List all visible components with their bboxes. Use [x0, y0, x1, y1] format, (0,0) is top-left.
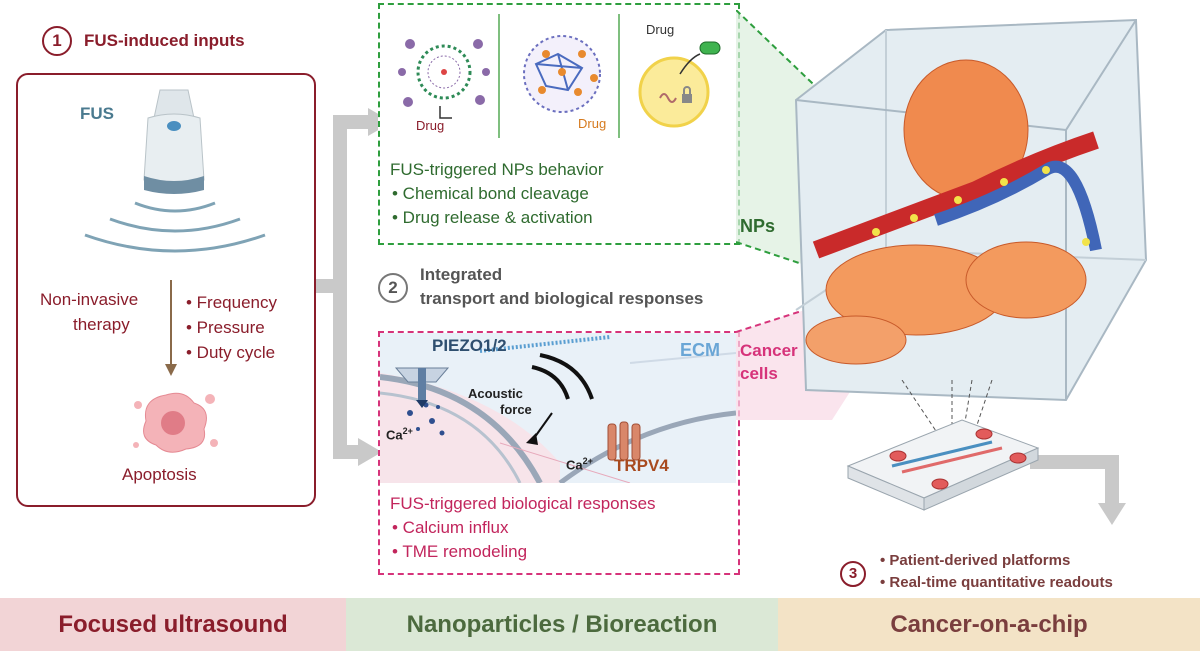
- divider-2: [618, 14, 620, 138]
- nanoparticle-icon-1: [398, 39, 490, 107]
- release-arrow-icon: [439, 106, 452, 119]
- microfluidic-chip-illustration: [846, 380, 1040, 511]
- trpv4-channel-icon: [607, 421, 641, 461]
- calcium-label-left: Ca2+: [386, 426, 413, 442]
- piezo-channel-icon: [394, 367, 450, 408]
- fus-label: FUS: [80, 104, 114, 123]
- noninvasive-line-2: therapy: [73, 315, 130, 334]
- apoptosis-label: Apoptosis: [122, 465, 197, 484]
- cell-membrane-illustration: [380, 333, 736, 483]
- acoustic-force-line-1: Acoustic: [468, 386, 523, 401]
- calcium-label-right: Ca2+: [566, 456, 593, 472]
- apoptosis-cell-icon: [133, 392, 218, 453]
- nps-tag: NPs: [740, 216, 776, 236]
- bio-bullet-1: • Calcium influx: [392, 518, 509, 537]
- cancer-cells-line-1: Cancer: [740, 341, 798, 360]
- section3-bullets: • Patient-derived platforms • Real-time …: [880, 550, 1113, 594]
- band-nanoparticles: Nanoparticles / Bioreaction: [346, 598, 778, 651]
- down-arrow: [165, 280, 177, 376]
- fus-parameters: • Frequency • Pressure • Duty cycle: [186, 290, 277, 365]
- drug-label-1: Drug: [416, 118, 445, 133]
- param-duty-cycle: • Duty cycle: [186, 343, 276, 362]
- ultrasound-waves-icon: [84, 201, 266, 253]
- nps-bullets: • Chemical bond cleavage • Drug release …: [392, 182, 593, 230]
- calcium-symbol-left: Ca: [386, 427, 403, 443]
- bio-bullets: • Calcium influx • TME remodeling: [392, 516, 527, 564]
- drug-label-2: Drug: [578, 116, 607, 131]
- param-pressure: • Pressure: [186, 318, 265, 337]
- section2-line-2: transport and biological responses: [420, 289, 704, 308]
- calcium-charge-left: 2+: [402, 426, 413, 436]
- calcium-charge-right: 2+: [582, 456, 593, 466]
- ecm-label: ECM: [680, 340, 720, 360]
- step-number-3: 3: [840, 561, 866, 587]
- nanoparticle-icon-2: [523, 35, 601, 113]
- noninvasive-line-1: Non-invasive: [40, 290, 139, 309]
- band-focused-ultrasound: Focused ultrasound: [0, 598, 346, 651]
- nps-heading: FUS-triggered NPs behavior: [390, 160, 604, 179]
- acoustic-force-line-2: force: [500, 402, 532, 417]
- step-number-2: 2: [378, 273, 408, 303]
- section3-bullet-2: • Real-time quantitative readouts: [880, 574, 1113, 591]
- divider-1: [498, 14, 500, 138]
- band-cancer-on-a-chip: Cancer-on-a-chip: [778, 598, 1200, 651]
- cancer-cells-line-2: cells: [740, 364, 778, 383]
- section1-title: FUS-induced inputs: [84, 31, 245, 50]
- section3-bullet-1: • Patient-derived platforms: [880, 552, 1071, 569]
- trpv4-label: TRPV4: [614, 456, 669, 475]
- step-number-1: 1: [42, 26, 72, 56]
- piezo-label: PIEZO1/2: [432, 336, 507, 355]
- activatable-nanoparticle-icon: [638, 41, 721, 128]
- section2-line-1: Integrated: [420, 265, 503, 284]
- ultrasound-transducer-icon: [143, 89, 205, 194]
- bio-bullet-2: • TME remodeling: [392, 542, 528, 561]
- nps-bullet-2: • Drug release & activation: [392, 208, 593, 227]
- param-frequency: • Frequency: [186, 293, 277, 312]
- calcium-symbol-right: Ca: [566, 457, 583, 473]
- drug-label-3: Drug: [646, 22, 675, 37]
- nps-bullet-1: • Chemical bond cleavage: [392, 184, 589, 203]
- tumor-microenvironment-illustration: [736, 10, 1148, 420]
- bio-heading: FUS-triggered biological responses: [390, 494, 656, 513]
